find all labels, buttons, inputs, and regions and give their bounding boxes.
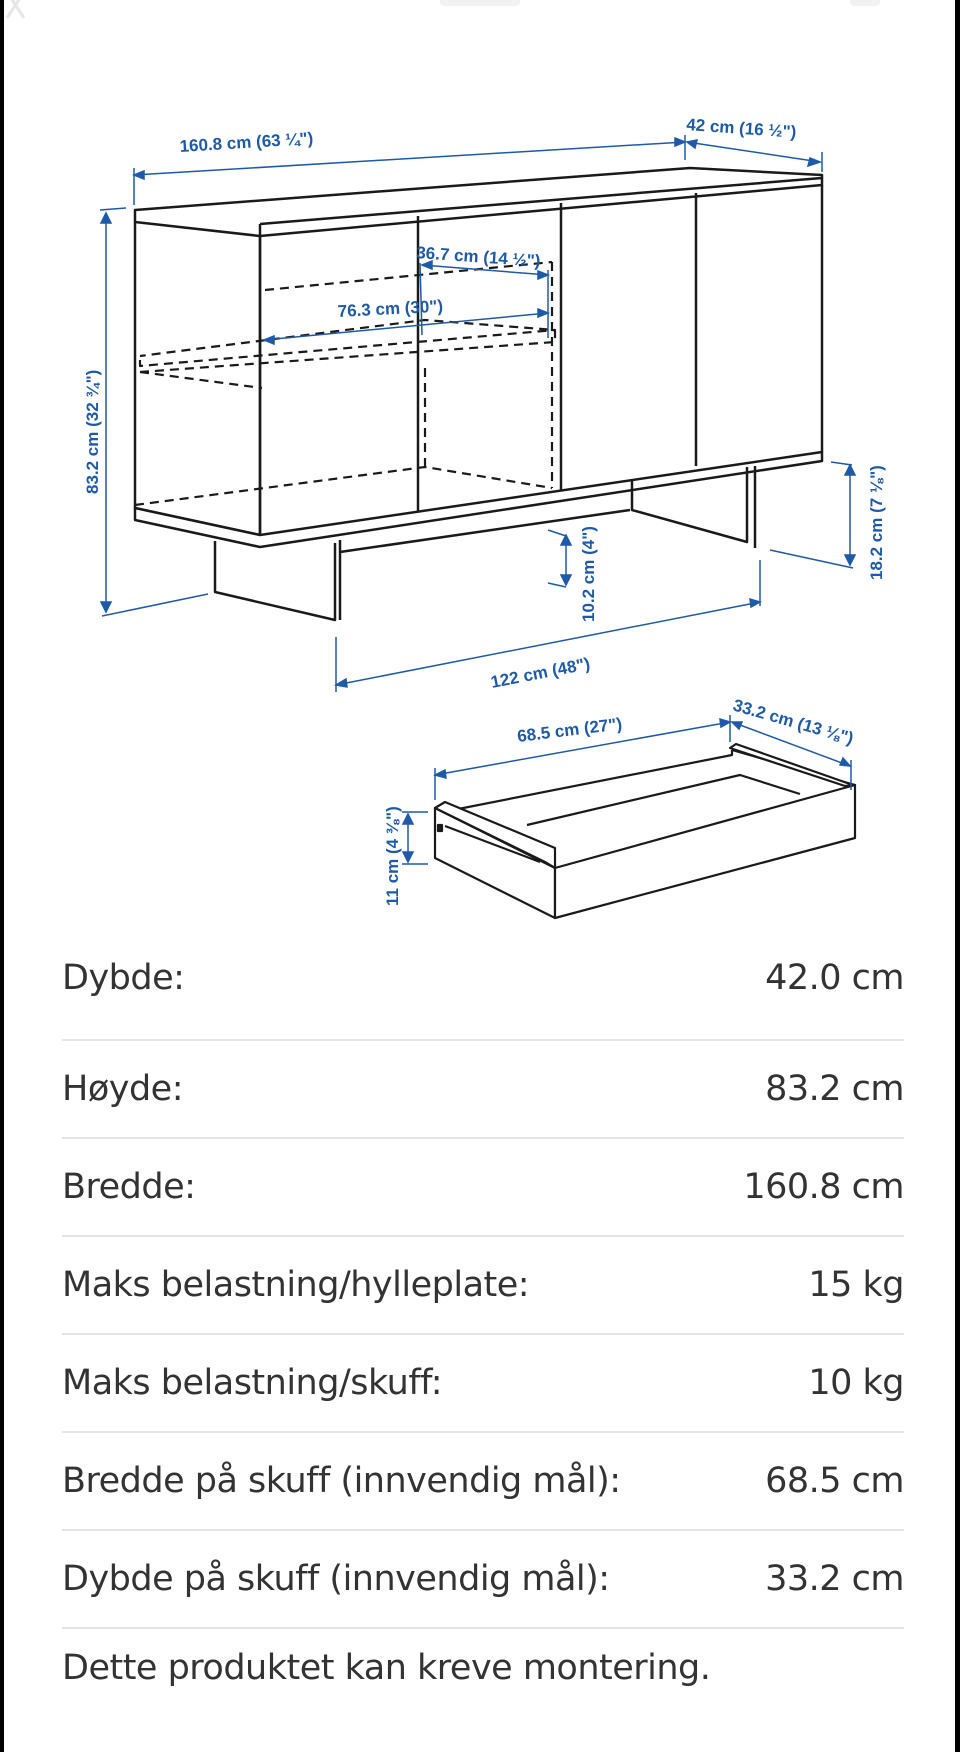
drawer-drawing — [433, 742, 857, 920]
width-dimension-label: 160.8 cm (63 ¼") — [179, 129, 314, 156]
spec-row-height: Høyde: 83.2 cm — [62, 1041, 904, 1139]
sideboard-drawing — [133, 166, 824, 622]
close-button[interactable] — [4, 0, 30, 22]
spec-label: Maks belastning/skuff: — [62, 1363, 443, 1403]
spec-row-max-load-drawer: Maks belastning/skuff: 10 kg — [62, 1335, 904, 1433]
close-x-icon — [5, 0, 26, 19]
drawer-height-dimension-label: 11 cm (4 ⅜") — [383, 806, 402, 906]
spec-row-drawer-inner-depth: Dybde på skuff (innvendig mål): 33.2 cm — [62, 1531, 904, 1629]
spec-label: Høyde: — [62, 1069, 184, 1109]
spec-value: 15 kg — [808, 1265, 904, 1305]
spec-label: Bredde på skuff (innvendig mål): — [62, 1461, 621, 1501]
spec-label: Maks belastning/hylleplate: — [62, 1265, 530, 1305]
header-action-remnant — [850, 0, 880, 6]
drawer-depth-dimension-label: 33.2 cm (13 ⅛") — [731, 696, 856, 749]
screen-edge-right — [955, 0, 960, 1752]
product-dimension-diagram: 160.8 cm (63 ¼") 42 cm (16 ½") 83.2 cm (… — [0, 60, 960, 930]
sideboard-dimension-lines — [99, 135, 857, 692]
spec-label: Dybde: — [62, 958, 185, 998]
specification-list: Dybde: 42.0 cm Høyde: 83.2 cm Bredde: 16… — [62, 958, 904, 1629]
spec-row-drawer-inner-width: Bredde på skuff (innvendig mål): 68.5 cm — [62, 1433, 904, 1531]
spec-label: Dybde på skuff (innvendig mål): — [62, 1559, 610, 1599]
assembly-note: Dette produktet kan kreve montering. — [62, 1648, 711, 1688]
screen-edge-left — [0, 0, 4, 1752]
spec-value: 160.8 cm — [743, 1167, 904, 1207]
spec-row-max-load-shelf: Maks belastning/hylleplate: 15 kg — [62, 1237, 904, 1335]
spec-row-depth: Dybde: 42.0 cm — [62, 958, 904, 1041]
spec-value: 42.0 cm — [765, 958, 904, 998]
clearance-dimension-label: 10.2 cm (4") — [579, 526, 598, 622]
spec-row-width: Bredde: 160.8 cm — [62, 1139, 904, 1237]
leg-span-dimension-label: 122 cm (48") — [489, 654, 591, 692]
header-title-remnant — [440, 0, 520, 6]
leg-height-dimension-label: 18.2 cm (7 ⅛") — [867, 465, 886, 580]
drawer-dimension-lines — [401, 715, 852, 865]
shelf-width-dimension-label: 76.3 cm (30") — [337, 297, 443, 321]
spec-label: Bredde: — [62, 1167, 196, 1207]
height-dimension-label: 83.2 cm (32 ¾") — [83, 370, 102, 494]
drawer-width-dimension-label: 68.5 cm (27") — [516, 714, 623, 746]
spec-value: 83.2 cm — [765, 1069, 904, 1109]
spec-value: 10 kg — [808, 1363, 904, 1403]
spec-value: 33.2 cm — [765, 1559, 904, 1599]
spec-value: 68.5 cm — [765, 1461, 904, 1501]
depth-dimension-label: 42 cm (16 ½") — [686, 115, 797, 142]
